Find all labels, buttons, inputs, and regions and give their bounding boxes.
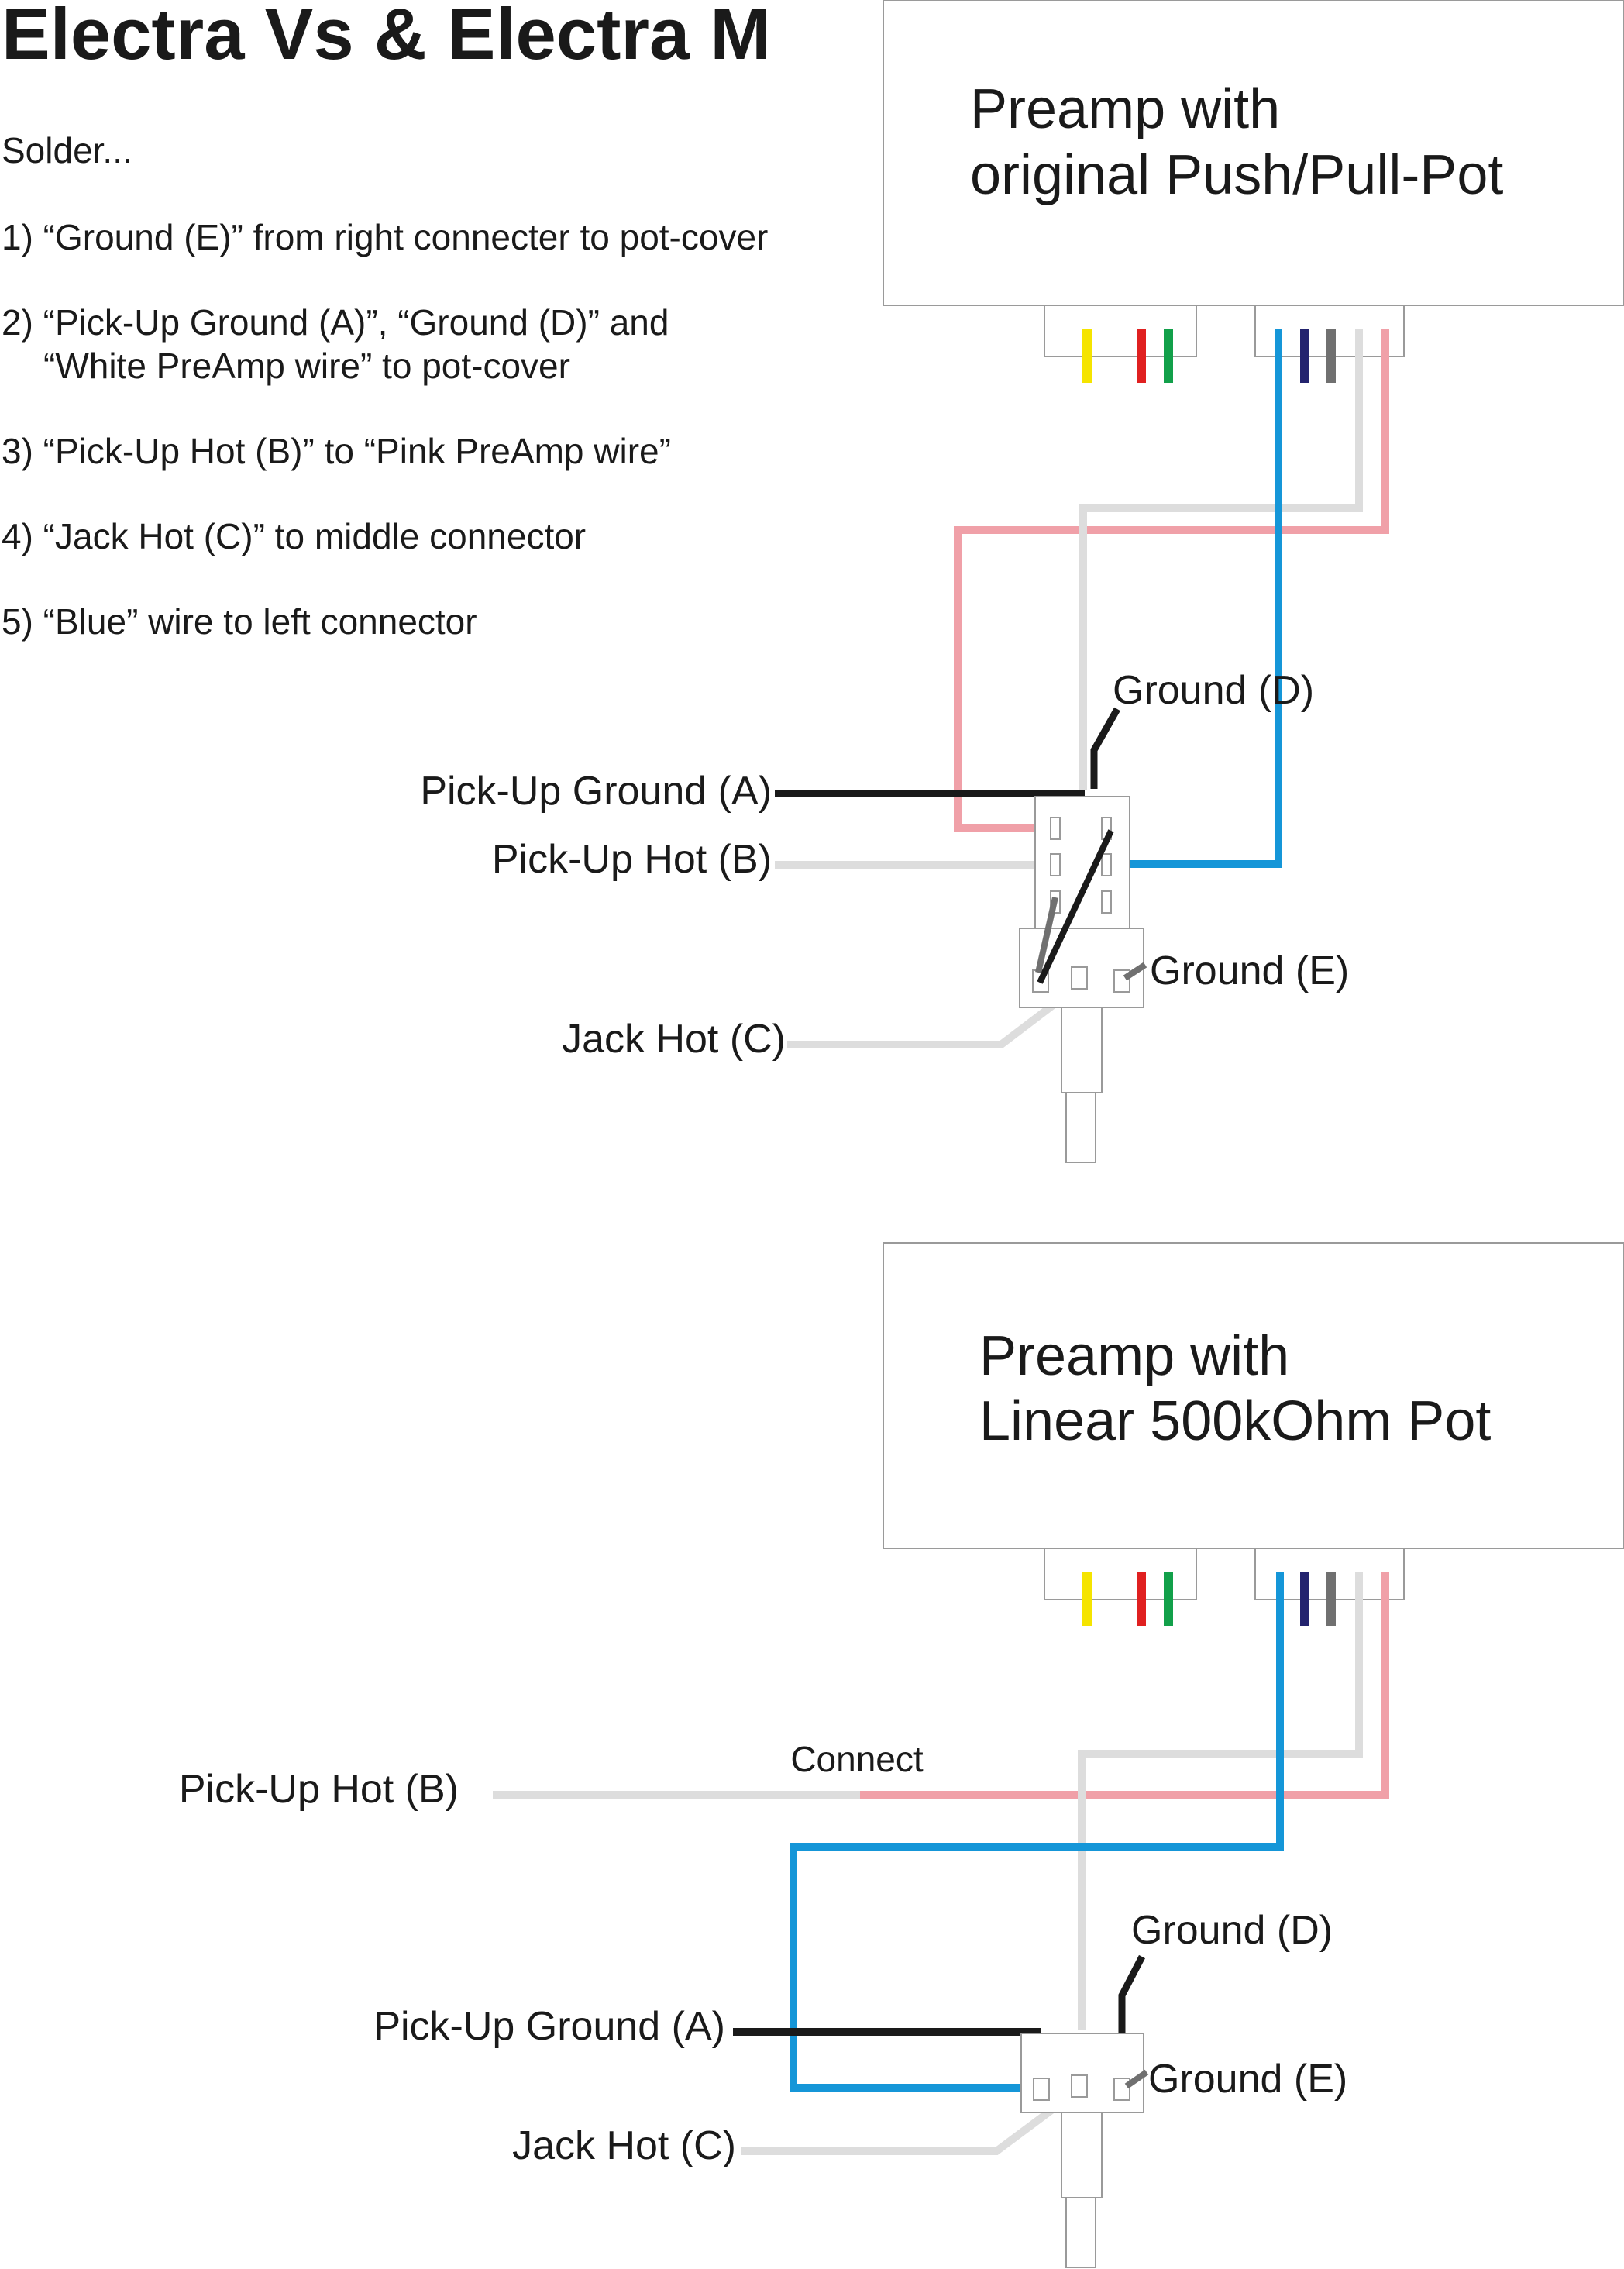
instruction-step-5: 5) “Blue” wire to left connector [2,601,477,642]
top-pot-bushing [1061,1007,1103,1093]
instruction-step-2-cont: “White PreAmp wire” to pot-cover [43,346,570,386]
bottom-label-ground-d: Ground (D) [1131,1908,1333,1953]
top-pot-jumper-black [1037,829,1114,984]
top-diagram: Preamp with original Push/Pull-Pot [420,0,1624,1163]
bottom-ground-e-stub [1124,2069,1149,2089]
top-left-connector [1044,305,1197,357]
instruction-step-3: 3) “Pick-Up Hot (B)” to “Pink PreAmp wir… [2,431,671,471]
top-blue-wire [1108,329,1282,868]
instructions-intro: Solder... [2,130,132,170]
top-pot-lug-r3 [1101,890,1112,914]
bottom-left-connector [1044,1548,1197,1600]
top-label-ground-e: Ground (E) [1150,949,1349,993]
bottom-pink-wire [860,1572,1389,1799]
bottom-label-pickup-hot-b: Pick-Up Hot (B) [179,1767,459,1812]
top-label-pickup-ground-a: Pick-Up Ground (A) [420,769,772,814]
page-title: Electra Vs & Electra M [2,0,771,74]
bottom-pot-shaft [1065,2197,1096,2268]
instruction-step-2: 2) “Pick-Up Ground (A)”, “Ground (D)” an… [2,302,669,343]
top-pot-lug-b [1071,966,1088,990]
bottom-label-jack-hot-c: Jack Hot (C) [512,2123,736,2168]
top-box-line2: original Push/Pull-Pot [970,144,1503,206]
bottom-blue-wire [790,1572,1284,2092]
bottom-pot-lug-b [1071,2074,1088,2098]
bottom-white-wire [1078,1572,1363,2030]
bottom-label-connect: Connect [790,1739,924,1779]
top-pot-lug-r2 [1101,853,1112,876]
top-pot-switch [1034,796,1130,929]
bottom-label-pickup-ground-a: Pick-Up Ground (A) [373,2004,725,2049]
top-pot-jumper-gray [1035,897,1058,973]
top-white-wire [1079,329,1363,790]
bottom-ground-d-wire [1118,1954,1145,2034]
bottom-pot-lug-a [1033,2078,1050,2101]
bottom-pot-lug-c [1113,2078,1130,2101]
bottom-diagram: Preamp with Linear 500kOhm Pot Pick-Up H… [179,1242,1624,2268]
bottom-box-line1: Preamp with [979,1325,1289,1387]
bottom-pot-bushing [1061,2112,1103,2198]
top-label-ground-d: Ground (D) [1113,668,1314,713]
top-box-line1: Preamp with [970,78,1280,140]
top-preamp-box [883,0,1624,306]
top-label-jack-hot-c: Jack Hot (C) [562,1017,786,1062]
instruction-step-4: 4) “Jack Hot (C)” to middle connector [2,516,586,556]
top-pot-lug-l1 [1050,817,1061,840]
bottom-preamp-box [883,1242,1624,1549]
bottom-label-ground-e: Ground (E) [1148,2057,1347,2102]
bottom-box-line2: Linear 500kOhm Pot [979,1390,1491,1452]
top-pot-lug-l2 [1050,853,1061,876]
instruction-step-1: 1) “Ground (E)” from right connecter to … [2,217,768,257]
top-label-pickup-hot-b: Pick-Up Hot (B) [492,837,772,882]
top-pot-shaft [1065,1092,1096,1163]
top-ground-d-wire [1090,707,1120,789]
top-pink-wire [954,329,1389,832]
top-ground-e-stub [1123,962,1147,981]
